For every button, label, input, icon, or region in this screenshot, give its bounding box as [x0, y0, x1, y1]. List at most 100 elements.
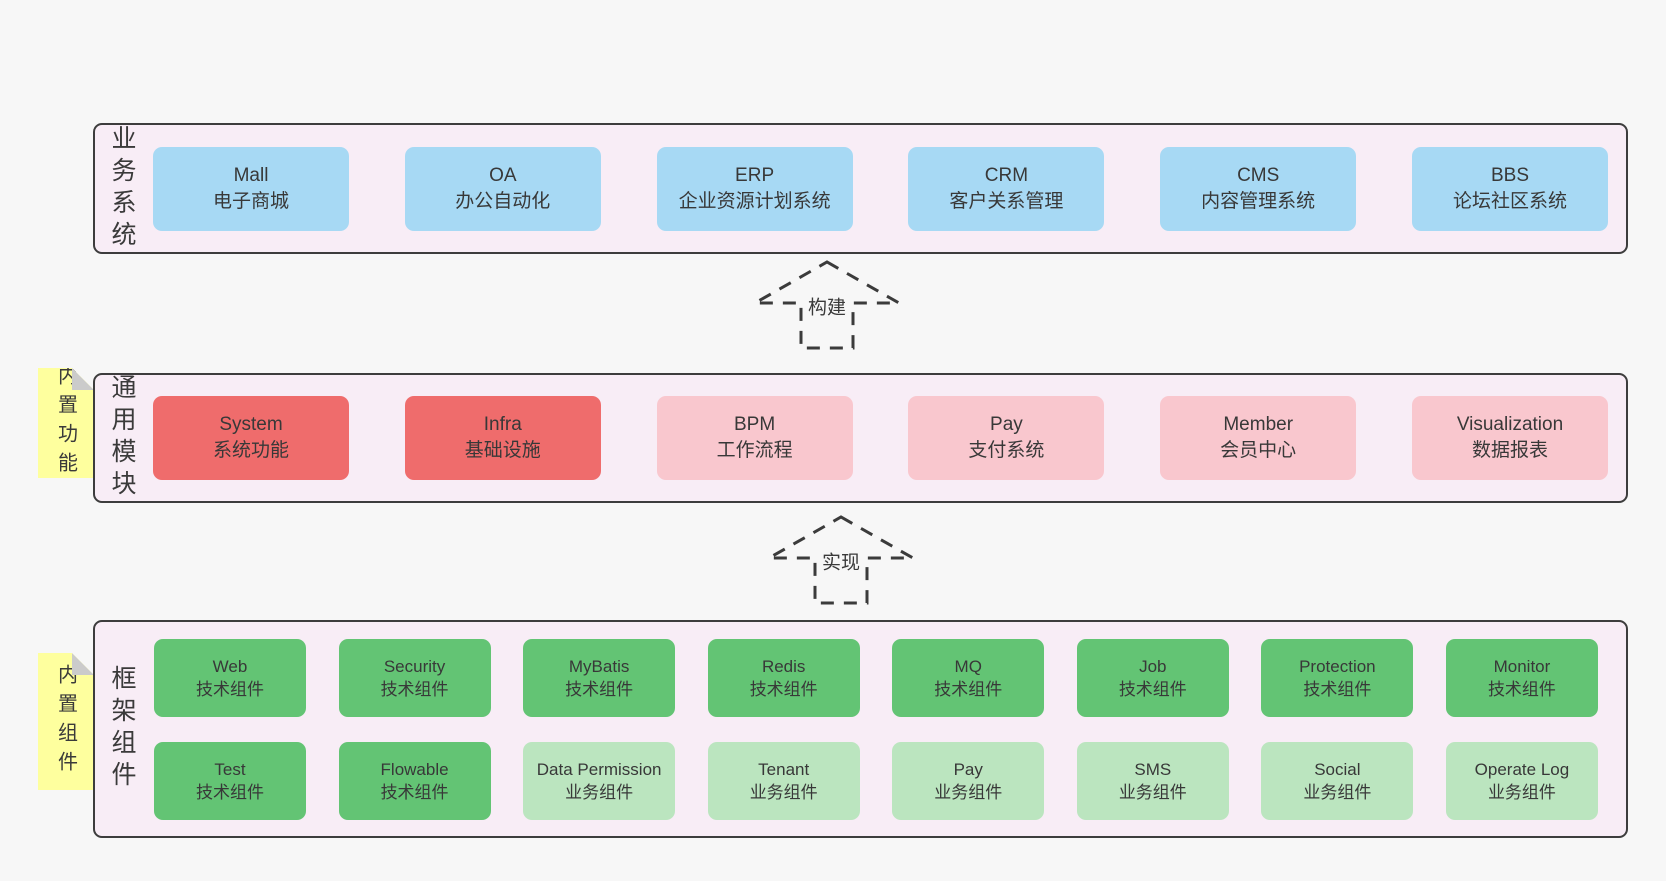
box-title: Security — [383, 656, 446, 676]
components-row-1: Web 技术组件 Security 技术组件 MyBatis 技术组件 Redi… — [154, 638, 1598, 717]
box-subtitle: 业务组件 — [1118, 782, 1187, 802]
box-mq: MQ 技术组件 — [892, 638, 1045, 717]
box-subtitle: 技术组件 — [196, 782, 264, 802]
box-job: Job 技术组件 — [1076, 638, 1229, 717]
box-mall: Mall 电子商城 — [153, 146, 349, 231]
box-title: Pay — [953, 759, 983, 779]
box-subtitle: 技术组件 — [565, 679, 634, 699]
box-protection: Protection 技术组件 — [1261, 638, 1414, 717]
box-subtitle: 技术组件 — [1118, 679, 1187, 699]
box-subtitle: 技术组件 — [1303, 679, 1372, 699]
box-subtitle: 会员中心 — [1220, 440, 1297, 461]
layer-framework-components: 框架组件 Web 技术组件 Security 技术组件 MyBatis 技术组件… — [93, 620, 1628, 838]
layer-side-label: 框架组件 — [108, 665, 136, 793]
box-subtitle: 客户关系管理 — [949, 190, 1064, 212]
arrow-label-implement: 实现 — [817, 546, 865, 576]
box-title: OA — [489, 164, 517, 186]
box-subtitle: 技术组件 — [380, 679, 449, 699]
box-title: Protection — [1299, 656, 1376, 676]
box-title: ERP — [735, 164, 775, 186]
box-subtitle: 企业资源计划系统 — [678, 190, 831, 212]
box-title: Mall — [233, 164, 269, 186]
box-title: Monitor — [1493, 656, 1551, 676]
box-subtitle: 支付系统 — [968, 440, 1045, 461]
box-member: Member 会员中心 — [1160, 396, 1357, 480]
layer-business-systems: 业务系统 Mall 电子商城 OA 办公自动化 ERP 企业资源计划系统 CRM… — [93, 123, 1628, 254]
box-oa: OA 办公自动化 — [404, 146, 601, 231]
box-sms: SMS 业务组件 — [1076, 741, 1229, 820]
box-subtitle: 技术组件 — [1487, 679, 1556, 699]
box-title: Web — [212, 656, 248, 676]
box-social: Social 业务组件 — [1261, 741, 1414, 820]
box-system: System 系统功能 — [153, 396, 349, 480]
box-title: MyBatis — [568, 656, 630, 676]
box-mybatis: MyBatis 技术组件 — [523, 638, 676, 717]
box-title: MQ — [954, 656, 982, 676]
box-erp: ERP 企业资源计划系统 — [656, 146, 853, 231]
box-title: Data Permission — [536, 759, 662, 779]
box-crm: CRM 客户关系管理 — [908, 146, 1105, 231]
box-security: Security 技术组件 — [338, 638, 491, 717]
box-visualization: Visualization 数据报表 — [1411, 396, 1608, 480]
box-subtitle: 技术组件 — [380, 782, 449, 802]
box-subtitle: 业务组件 — [749, 782, 818, 802]
box-flowable: Flowable 技术组件 — [338, 741, 491, 820]
box-subtitle: 业务组件 — [1303, 782, 1372, 802]
layer-side-label: 业务系统 — [108, 124, 136, 253]
box-subtitle: 基础设施 — [464, 440, 541, 461]
box-subtitle: 系统功能 — [212, 440, 289, 461]
box-title: Member — [1223, 414, 1294, 435]
folded-corner-icon — [72, 368, 94, 390]
box-pay-module: Pay 支付系统 — [908, 396, 1105, 480]
box-subtitle: 内容管理系统 — [1201, 190, 1316, 212]
box-subtitle: 技术组件 — [934, 679, 1003, 699]
box-title: BBS — [1490, 164, 1529, 186]
box-title: CMS — [1237, 164, 1280, 186]
business-boxes-row: Mall 电子商城 OA 办公自动化 ERP 企业资源计划系统 CRM 客户关系… — [153, 125, 1608, 252]
box-title: CRM — [984, 164, 1029, 186]
folded-corner-icon — [72, 653, 94, 675]
sticky-note-builtin-features: 内置功能 — [38, 368, 94, 478]
box-cms: CMS 内容管理系统 — [1160, 146, 1357, 231]
box-title: Test — [214, 759, 246, 779]
box-test: Test 技术组件 — [154, 741, 306, 820]
box-title: System — [219, 414, 283, 435]
box-bbs: BBS 论坛社区系统 — [1411, 146, 1608, 231]
box-title: Pay — [990, 414, 1023, 435]
box-title: Visualization — [1456, 414, 1564, 435]
box-web: Web 技术组件 — [154, 638, 306, 717]
layer-common-modules: 通用模块 System 系统功能 Infra 基础设施 BPM 工作流程 Pay… — [93, 373, 1628, 503]
box-title: Flowable — [380, 759, 449, 779]
sticky-note-label: 内置组件 — [54, 663, 77, 780]
components-row-2: Test 技术组件 Flowable 技术组件 Data Permission … — [154, 741, 1598, 820]
box-subtitle: 论坛社区系统 — [1452, 190, 1567, 212]
box-tenant: Tenant 业务组件 — [707, 741, 860, 820]
arrow-label-build: 构建 — [803, 291, 851, 321]
box-title: SMS — [1134, 759, 1172, 779]
box-monitor: Monitor 技术组件 — [1445, 638, 1598, 717]
box-redis: Redis 技术组件 — [707, 638, 860, 717]
box-title: Redis — [761, 656, 806, 676]
modules-boxes-row: System 系统功能 Infra 基础设施 BPM 工作流程 Pay 支付系统… — [153, 375, 1608, 501]
box-bpm: BPM 工作流程 — [656, 396, 853, 480]
dashed-up-arrow-build — [748, 256, 906, 351]
box-subtitle: 数据报表 — [1471, 440, 1548, 461]
components-rows: Web 技术组件 Security 技术组件 MyBatis 技术组件 Redi… — [154, 622, 1598, 836]
box-title: Social — [1314, 759, 1361, 779]
box-subtitle: 业务组件 — [1487, 782, 1556, 802]
box-title: Infra — [483, 414, 522, 435]
box-subtitle: 业务组件 — [565, 782, 634, 802]
box-subtitle: 技术组件 — [749, 679, 818, 699]
box-operate-log: Operate Log 业务组件 — [1445, 741, 1598, 820]
box-subtitle: 办公自动化 — [455, 190, 551, 212]
dashed-up-arrow-implement — [762, 511, 920, 606]
sticky-note-label: 内置功能 — [54, 365, 77, 481]
box-subtitle: 业务组件 — [934, 782, 1003, 802]
box-subtitle: 技术组件 — [196, 679, 264, 699]
box-data-permission: Data Permission 业务组件 — [523, 741, 676, 820]
box-title: Tenant — [758, 759, 810, 779]
box-title: Job — [1139, 656, 1167, 676]
sticky-note-builtin-components: 内置组件 — [38, 653, 94, 790]
box-subtitle: 工作流程 — [716, 440, 793, 461]
